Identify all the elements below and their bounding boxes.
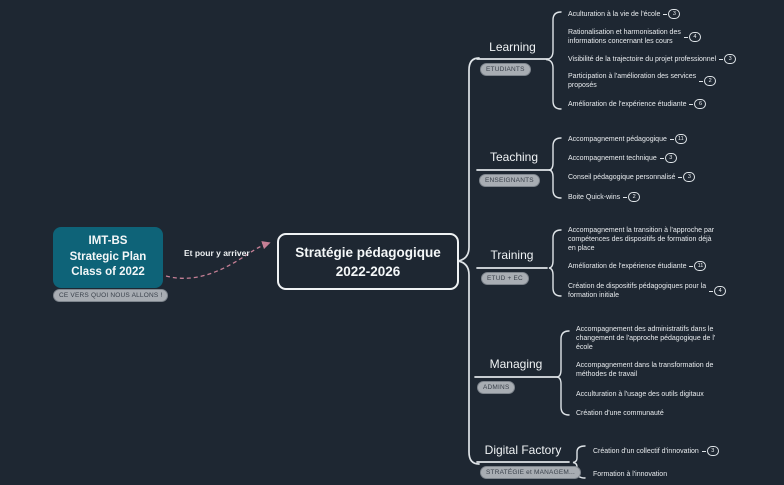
- relationship-label[interactable]: Et pour y arriver: [184, 248, 250, 258]
- count-connector: [623, 196, 628, 198]
- count-value: 4: [714, 286, 727, 296]
- topic-text: Formation à l'innovation: [593, 471, 668, 478]
- task-count-badge[interactable]: 3: [659, 153, 677, 163]
- topic-text: Acculturation à l'usage des outils digit…: [576, 391, 704, 398]
- topic-text: Accompagnement des administratifs dans l…: [576, 326, 716, 351]
- topic-text: Accompagnement technique: [568, 154, 657, 162]
- count-value: 11: [694, 261, 707, 271]
- topic-text: Amélioration de l'expérience étudiante: [568, 100, 687, 108]
- topic-managing-4[interactable]: Création d'une communauté: [576, 409, 664, 418]
- topic-teaching-4[interactable]: Boite Quick-wins 2: [568, 192, 641, 202]
- topic-managing-1[interactable]: Accompagnement des administratifs dans l…: [576, 325, 715, 352]
- count-connector: [659, 157, 664, 159]
- topic-text: Accompagnement dans la transformation de…: [576, 362, 714, 378]
- central-node-strategie[interactable]: Stratégie pédagogique 2022-2026: [277, 233, 459, 290]
- task-count-badge[interactable]: 6: [689, 99, 707, 109]
- task-count-badge[interactable]: 2: [699, 76, 717, 86]
- topic-digital-factory-2[interactable]: Formation à l'innovation: [593, 470, 667, 479]
- topic-text: Aculturation à la vie de l'école: [568, 10, 661, 18]
- topic-text: Création d'un collectif d'innovation: [593, 447, 699, 455]
- root-node-badge[interactable]: CE VERS QUOI NOUS ALLONS !: [53, 289, 169, 302]
- topic-text: Création d'une communauté: [576, 410, 664, 417]
- topic-text: Boite Quick-wins: [568, 193, 621, 201]
- branch-badge-digital-factory[interactable]: STRATÉGIE et MANAGEM...: [480, 466, 581, 479]
- count-value: 3: [668, 9, 681, 19]
- topic-text: Rationalisation et harmonisation des inf…: [568, 29, 681, 45]
- branch-badge-teaching[interactable]: ENSEIGNANTS: [479, 174, 540, 187]
- topic-text: Accompagnement la transition à l'approch…: [568, 227, 715, 252]
- topic-training-3[interactable]: Création de dispositifs pédagogiques pou…: [568, 282, 727, 300]
- task-count-badge[interactable]: 11: [669, 134, 687, 144]
- count-connector: [689, 103, 694, 105]
- task-count-badge[interactable]: 3: [678, 172, 696, 182]
- count-connector: [683, 36, 688, 38]
- task-count-badge[interactable]: 3: [663, 9, 681, 19]
- branch-badge-managing[interactable]: ADMINS: [477, 381, 516, 394]
- task-count-badge[interactable]: 11: [689, 261, 707, 271]
- count-connector: [678, 176, 683, 178]
- topic-managing-3[interactable]: Acculturation à l'usage des outils digit…: [576, 390, 704, 399]
- topic-learning-4[interactable]: Participation à l'amélioration des servi…: [568, 72, 717, 90]
- task-count-badge[interactable]: 2: [623, 192, 641, 202]
- branch-label-learning[interactable]: Learning: [489, 40, 536, 54]
- topic-learning-3[interactable]: Visibilité de la trajectoire du projet p…: [568, 54, 737, 64]
- count-value: 3: [664, 153, 677, 163]
- topic-text: Accompagnement pédagogique: [568, 135, 667, 143]
- topic-learning-5[interactable]: Amélioration de l'expérience étudiante 6: [568, 99, 707, 109]
- topic-teaching-2[interactable]: Accompagnement technique 3: [568, 153, 677, 163]
- topic-learning-2[interactable]: Rationalisation et harmonisation des inf…: [568, 28, 701, 46]
- topic-text: Participation à l'amélioration des servi…: [568, 73, 697, 89]
- count-connector: [701, 450, 706, 452]
- count-value: 11: [674, 134, 687, 144]
- topic-text: Amélioration de l'expérience étudiante: [568, 262, 687, 270]
- count-value: 2: [628, 192, 641, 202]
- task-count-badge[interactable]: 3: [701, 446, 719, 456]
- topic-training-1[interactable]: Accompagnement la transition à l'approch…: [568, 226, 714, 253]
- task-count-badge[interactable]: 4: [709, 286, 727, 296]
- branch-label-digital-factory[interactable]: Digital Factory: [484, 443, 562, 457]
- count-value: 2: [704, 76, 717, 86]
- topic-text: Création de dispositifs pédagogiques pou…: [568, 283, 707, 299]
- topic-digital-factory-1[interactable]: Création d'un collectif d'innovation 3: [593, 446, 719, 456]
- topic-text: Conseil pédagogique personnalisé: [568, 173, 676, 181]
- topic-managing-2[interactable]: Accompagnement dans la transformation de…: [576, 361, 713, 379]
- count-value: 4: [688, 32, 701, 42]
- count-value: 3: [706, 446, 719, 456]
- branch-label-teaching[interactable]: Teaching: [489, 150, 539, 164]
- branch-badge-training[interactable]: ETUD + EC: [481, 272, 529, 285]
- branch-label-managing[interactable]: Managing: [489, 357, 543, 371]
- count-connector: [689, 265, 694, 267]
- count-connector: [699, 80, 704, 82]
- topic-training-2[interactable]: Amélioration de l'expérience étudiante 1…: [568, 261, 707, 271]
- count-connector: [669, 138, 674, 140]
- topic-learning-1[interactable]: Aculturation à la vie de l'école 3: [568, 9, 681, 19]
- count-value: 3: [683, 172, 696, 182]
- root-node-imt-bs[interactable]: IMT-BS Strategic Plan Class of 2022: [53, 227, 163, 288]
- count-value: 3: [724, 54, 737, 64]
- topic-teaching-1[interactable]: Accompagnement pédagogique 11: [568, 134, 687, 144]
- count-connector: [719, 58, 724, 60]
- task-count-badge[interactable]: 3: [719, 54, 737, 64]
- count-connector: [663, 13, 668, 15]
- branch-label-training[interactable]: Training: [490, 248, 534, 262]
- count-value: 6: [694, 99, 707, 109]
- topic-text: Visibilité de la trajectoire du projet p…: [568, 55, 717, 63]
- topic-teaching-3[interactable]: Conseil pédagogique personnalisé 3: [568, 172, 696, 182]
- branch-badge-learning[interactable]: ETUDIANTS: [480, 63, 531, 76]
- task-count-badge[interactable]: 4: [683, 32, 701, 42]
- count-connector: [709, 290, 714, 292]
